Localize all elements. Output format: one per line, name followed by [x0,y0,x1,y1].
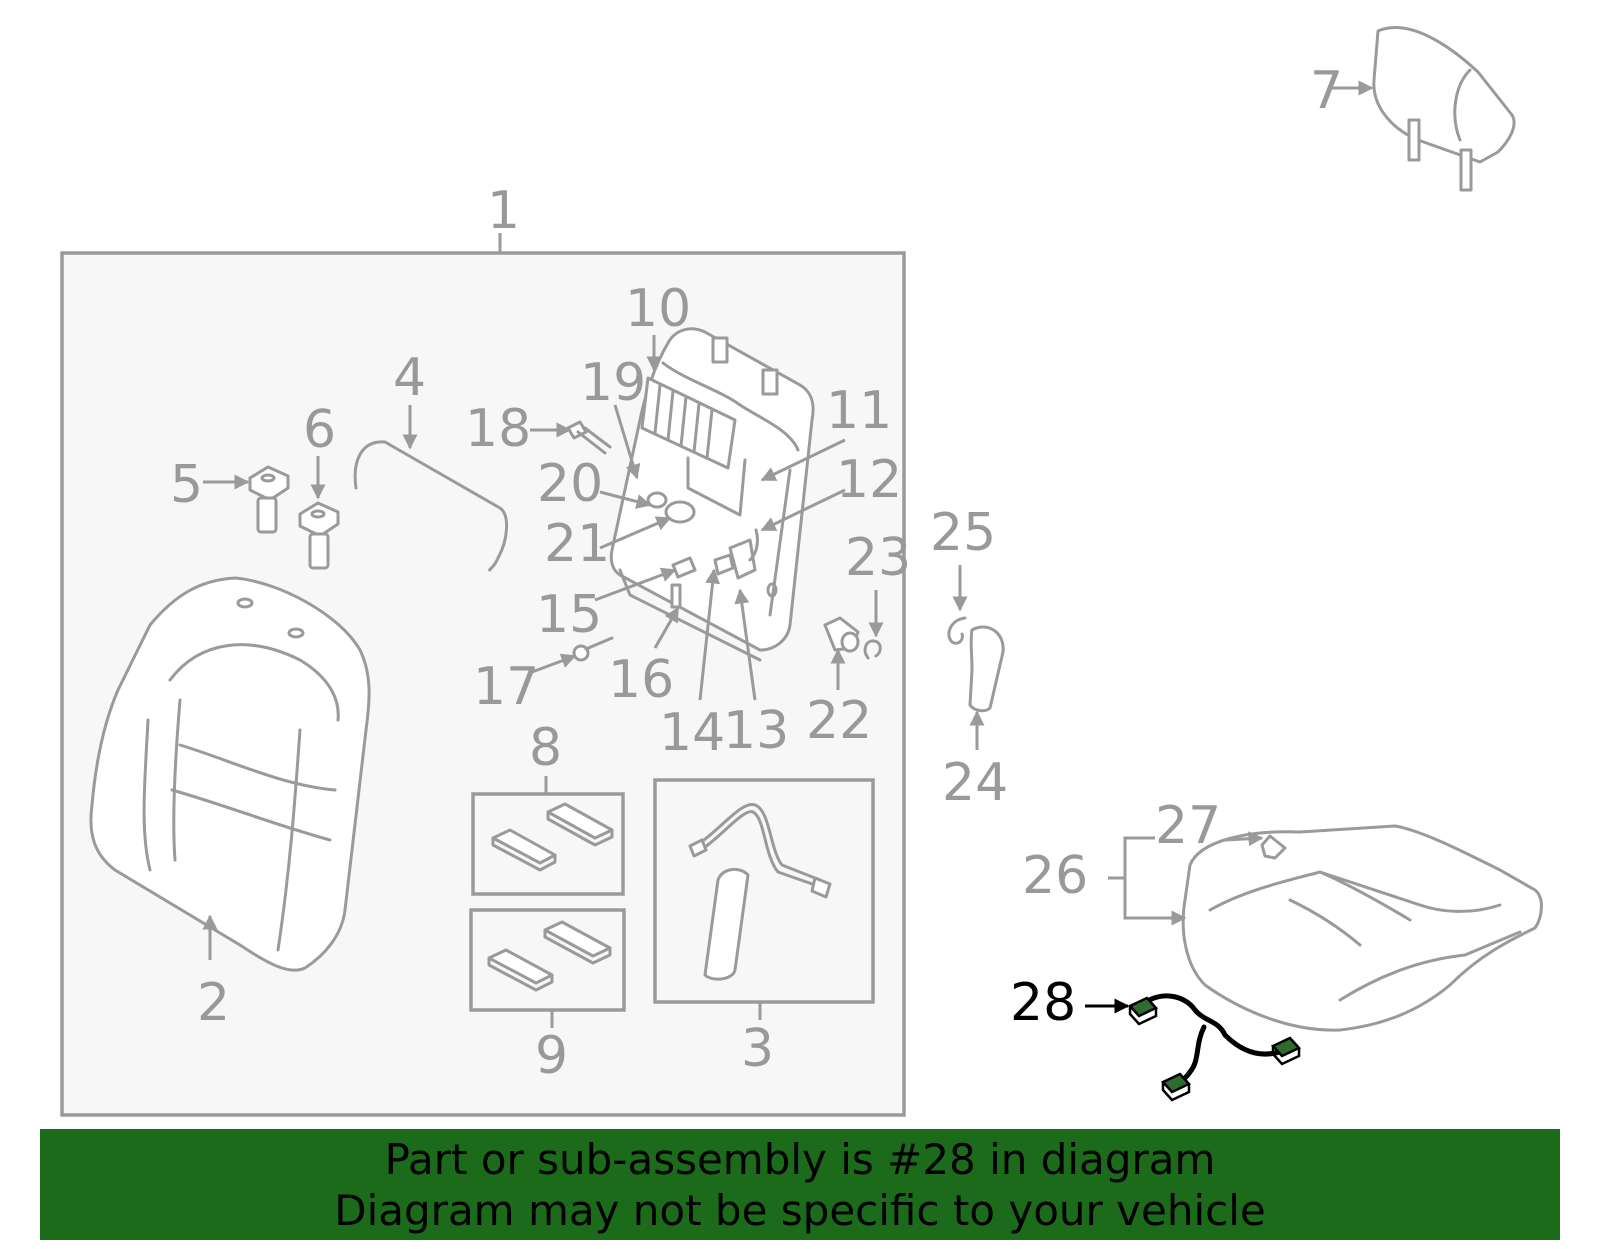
part-8-pads [491,802,614,872]
leader-13 [734,588,757,701]
callout-13: 13 [723,701,789,761]
part-6-guide [298,501,340,570]
part-3-airbag [688,803,832,981]
bracket-26 [1123,836,1187,926]
part-26-seat-cushion [1181,824,1543,1032]
leader-21 [599,516,672,550]
leader-17 [531,653,577,674]
callout-20: 20 [537,454,603,514]
part-17-screw [572,636,614,662]
callout-24: 24 [942,753,1008,813]
part-25-hook [947,616,967,645]
callout-3: 3 [741,1019,774,1079]
callout-12: 12 [836,450,902,510]
callout-4: 4 [393,348,426,408]
callout-5: 5 [170,455,203,515]
callout-1: 1 [487,181,520,241]
callout-14: 14 [659,703,725,763]
part-23-clip [863,639,882,660]
box-8 [471,792,625,896]
part-18-bolt [566,420,612,455]
banner-line-2: Diagram may not be specific to your vehi… [334,1185,1266,1235]
part-4-rod [353,440,508,572]
leader-14 [698,568,721,701]
callout-11: 11 [826,381,892,441]
callout-17: 17 [473,657,539,717]
leader-27 [1224,831,1264,847]
leader-15 [594,567,677,602]
callout-9: 9 [535,1026,568,1086]
banner-line-1: Part or sub-assembly is #28 in diagram [384,1134,1216,1184]
callout-2: 2 [197,973,230,1033]
callout-15: 15 [536,585,602,645]
info-banner: Part or sub-assembly is #28 in diagram D… [40,1129,1560,1240]
callout-26: 26 [1022,846,1088,906]
callout-7: 7 [1310,61,1343,121]
callout-6: 6 [303,400,336,460]
part-22-knob [823,616,860,653]
part-9-pads [487,920,612,992]
callout-10: 10 [625,279,691,339]
callout-28: 28 [1010,973,1076,1033]
callout-25: 25 [930,503,996,563]
part-7-headrest [1372,26,1516,192]
leader-19 [613,404,641,480]
callout-23: 23 [845,528,911,588]
leader-12 [760,488,846,532]
callout-18: 18 [465,399,531,459]
callout-21: 21 [544,514,610,574]
callout-19: 19 [580,353,646,413]
part-2-seatback-cover [89,576,371,972]
callout-8: 8 [529,718,562,778]
leader-16 [653,606,680,649]
callout-27: 27 [1155,796,1221,856]
box-3 [653,778,875,1004]
box-9 [469,908,626,1012]
callout-16: 16 [608,650,674,710]
leader-11 [760,438,846,482]
leader-20 [599,490,652,509]
part-28-harness [1127,993,1302,1102]
part-24-lever [968,625,1005,713]
part-5-guide [248,465,290,534]
callout-22: 22 [806,691,872,751]
